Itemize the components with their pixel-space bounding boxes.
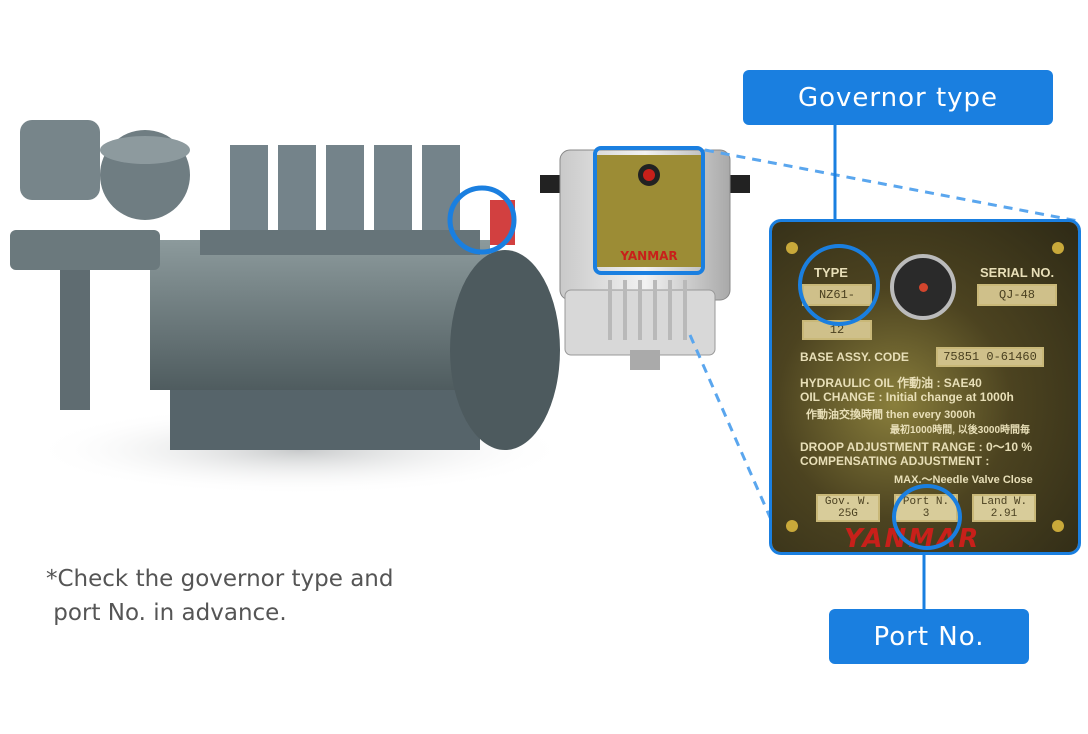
rivet-icon <box>1052 242 1064 254</box>
rivet-icon <box>786 242 798 254</box>
nameplate: TYPE NZ61- SERIAL NO. QJ-48 12 BASE ASSY… <box>772 222 1078 552</box>
advance-check-note: *Check the governor type and port No. in… <box>46 562 466 630</box>
droop-text: DROOP ADJUSTMENT RANGE : 0〜10 % <box>800 440 1033 454</box>
land-w-label: Land W. <box>980 496 1028 508</box>
oil-change-text-3: 最初1000時間, 以後3000時間毎 <box>890 425 1031 436</box>
serial-value: QJ-48 <box>977 284 1057 306</box>
note-line-2: port No. in advance. <box>46 600 287 626</box>
oil-change-text-1: OIL CHANGE : Initial change at 1000h <box>800 390 1014 404</box>
engine-image <box>10 120 560 495</box>
gov-w-box: Gov. W. 25G <box>816 494 880 522</box>
serial-label: SERIAL NO. <box>980 265 1055 280</box>
sight-glass-icon <box>890 254 956 320</box>
port-no-callout: Port No. <box>829 609 1029 664</box>
base-assy-value: 75851 0-61460 <box>936 347 1044 367</box>
governor-unit-brand: YANMAR <box>619 249 677 263</box>
rivet-icon <box>786 520 798 532</box>
governor-unit-image: YANMAR <box>540 146 750 370</box>
gov-w-label: Gov. W. <box>824 496 872 508</box>
land-w-value: 2.91 <box>990 508 1018 520</box>
hydraulic-oil-text: HYDRAULIC OIL 作動油 : SAE40 <box>800 376 982 390</box>
note-line-1: *Check the governor type and <box>46 566 394 592</box>
base-assy-label: BASE ASSY. CODE <box>800 350 909 364</box>
governor-type-callout: Governor type <box>743 70 1053 125</box>
gov-w-value: 25G <box>838 508 858 520</box>
port-highlight-circle <box>892 484 962 550</box>
oil-change-text-2: 作動油交換時間 then every 3000h <box>806 409 976 421</box>
max-text: MAX.〜Needle Valve Close <box>894 474 1033 486</box>
land-w-box: Land W. 2.91 <box>972 494 1036 522</box>
compensating-text: COMPENSATING ADJUSTMENT : <box>800 454 990 468</box>
rivet-icon <box>1052 520 1064 532</box>
type-highlight-circle <box>798 244 880 326</box>
nameplate-closeup: TYPE NZ61- SERIAL NO. QJ-48 12 BASE ASSY… <box>769 219 1081 555</box>
